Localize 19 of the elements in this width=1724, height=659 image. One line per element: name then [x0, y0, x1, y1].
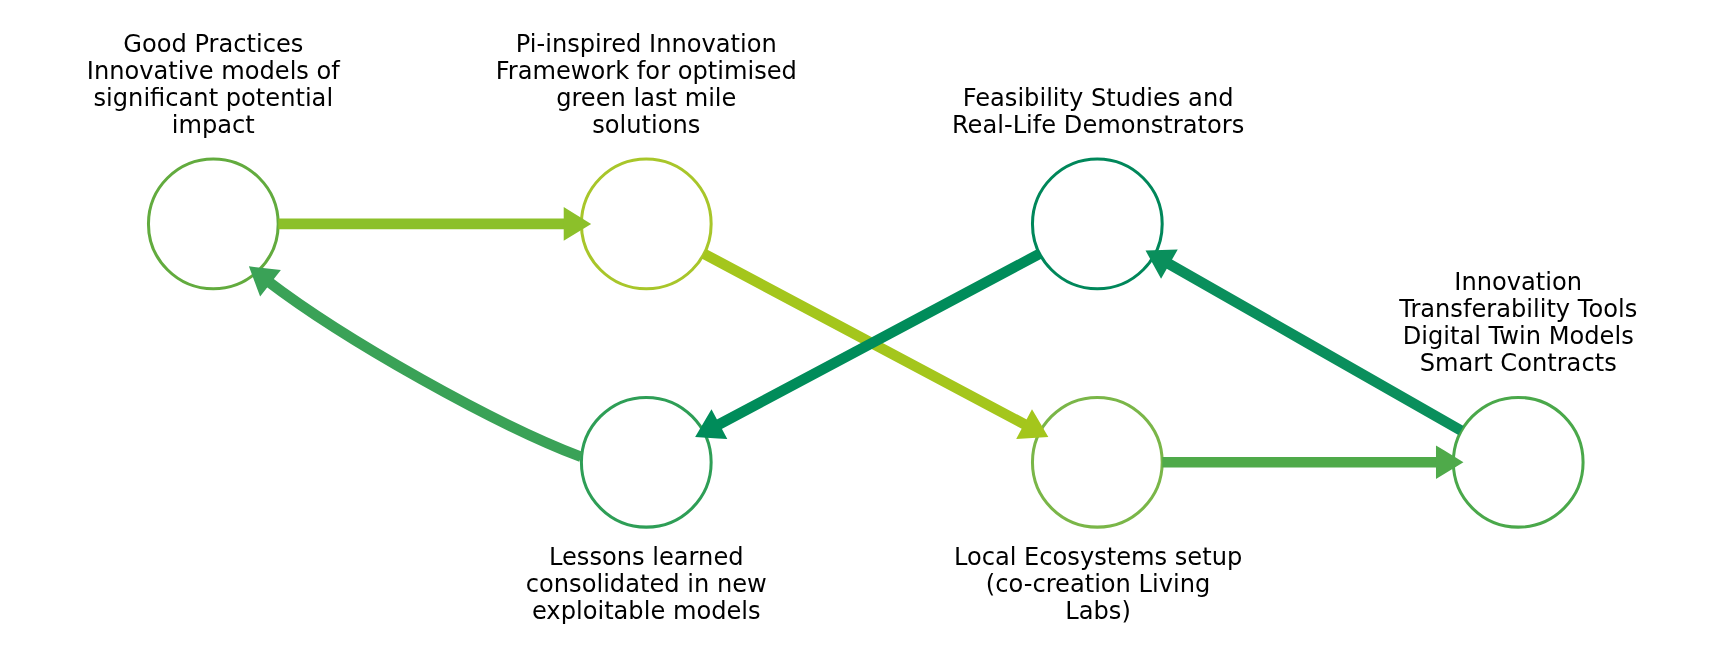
- node-circle: [1030, 157, 1164, 291]
- arrow: [278, 207, 592, 241]
- node-circle: [1451, 395, 1585, 529]
- node-label: Innovation Transferability Tools: [1399, 267, 1638, 324]
- node-label: Good Practices: [123, 29, 304, 58]
- node-circle: [579, 157, 713, 291]
- node-circle: [579, 395, 713, 529]
- node-label: Innovative models of significant potential impact: [86, 56, 340, 140]
- node-label: Local Ecosystems setup (co-creation Living Labs): [953, 542, 1243, 625]
- node-label: Digital Twin Models: [1402, 322, 1634, 351]
- node-label: Pi-inspired Innovation Framework for optimised green last mile solutions: [495, 29, 797, 140]
- arrow: [1145, 249, 1464, 436]
- node-label: Smart Contracts: [1419, 349, 1617, 378]
- node-circle: [1030, 395, 1164, 529]
- node-circle: [146, 157, 280, 291]
- arrow: [1162, 445, 1464, 480]
- node-label: Feasibility Studies and Real-Life Demonstrators: [951, 83, 1245, 140]
- node-label: Lessons learned consolidated in new exploitable models: [525, 542, 767, 625]
- arrow: [248, 266, 584, 462]
